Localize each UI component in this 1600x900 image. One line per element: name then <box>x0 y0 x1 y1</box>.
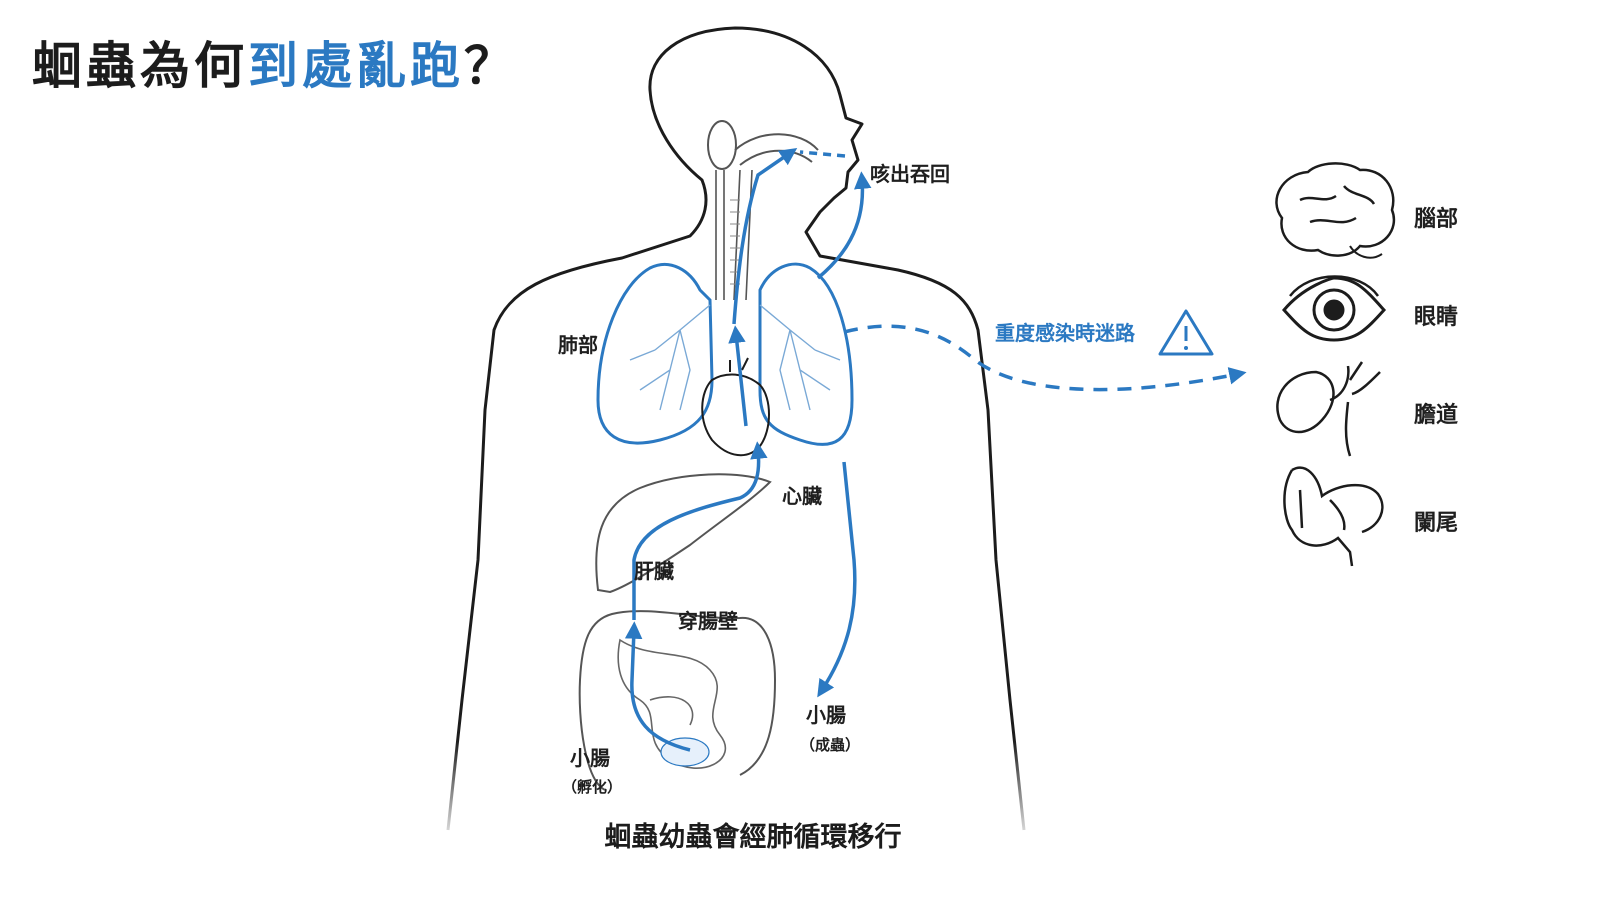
title-prefix: 蛔蟲為何 <box>32 37 248 95</box>
title-highlight: 到處亂跑 <box>248 37 464 95</box>
label-lungs: 肺部 <box>558 333 598 357</box>
left-bronchi <box>629 304 711 411</box>
label-small-intestine-adult: 小腸 <box>806 703 846 727</box>
organ-label-brain: 腦部 <box>1414 206 1458 232</box>
label-hatch-note: （孵化） <box>562 778 622 796</box>
path-trachea-up <box>732 148 798 325</box>
path-lost-dashed <box>843 324 1247 392</box>
throat <box>715 169 753 301</box>
liver <box>595 473 772 594</box>
brain-sinus <box>707 120 737 170</box>
label-cough: 咳出吞回 <box>870 162 950 186</box>
organ-label-eye: 眼睛 <box>1414 304 1458 330</box>
body-fade <box>430 740 1050 850</box>
label-liver: 肝臟 <box>634 559 674 583</box>
eye-icon <box>1282 275 1387 342</box>
label-heart: 心臟 <box>782 484 822 508</box>
label-small-intestine-hatch: 小腸 <box>570 746 610 770</box>
right-bronchi <box>759 304 841 411</box>
appendix-icon <box>1283 466 1384 567</box>
organ-label-appendix: 闌尾 <box>1414 511 1458 536</box>
path-swallow-down <box>817 461 857 698</box>
gallbladder-icon <box>1276 361 1381 457</box>
organ-label-bile-duct: 膽道 <box>1414 402 1458 428</box>
trachea-rings <box>730 199 740 285</box>
warning-icon <box>1158 309 1214 356</box>
label-lost: 重度感染時迷路 <box>995 321 1136 345</box>
path-heart-to-lung <box>728 325 748 427</box>
path-intestine-to-liver <box>624 621 691 752</box>
label-adult-note: （成蟲） <box>800 736 860 754</box>
title-suffix: ？ <box>464 37 518 95</box>
label-intestine-wall: 穿腸壁 <box>678 609 738 633</box>
left-lung <box>596 262 714 445</box>
page-title: 蛔蟲為何到處亂跑？ <box>32 26 518 98</box>
path-liver-to-heart <box>632 441 768 620</box>
large-intestine <box>578 610 777 791</box>
caption: 蛔蟲幼蟲會經肺循環移行 <box>605 821 902 853</box>
brain-icon <box>1275 162 1395 259</box>
path-mouth-dash <box>799 150 846 158</box>
body-outline <box>446 26 1026 831</box>
small-intestine <box>617 638 727 769</box>
path-cough-out <box>816 171 872 280</box>
right-lung <box>758 262 854 446</box>
